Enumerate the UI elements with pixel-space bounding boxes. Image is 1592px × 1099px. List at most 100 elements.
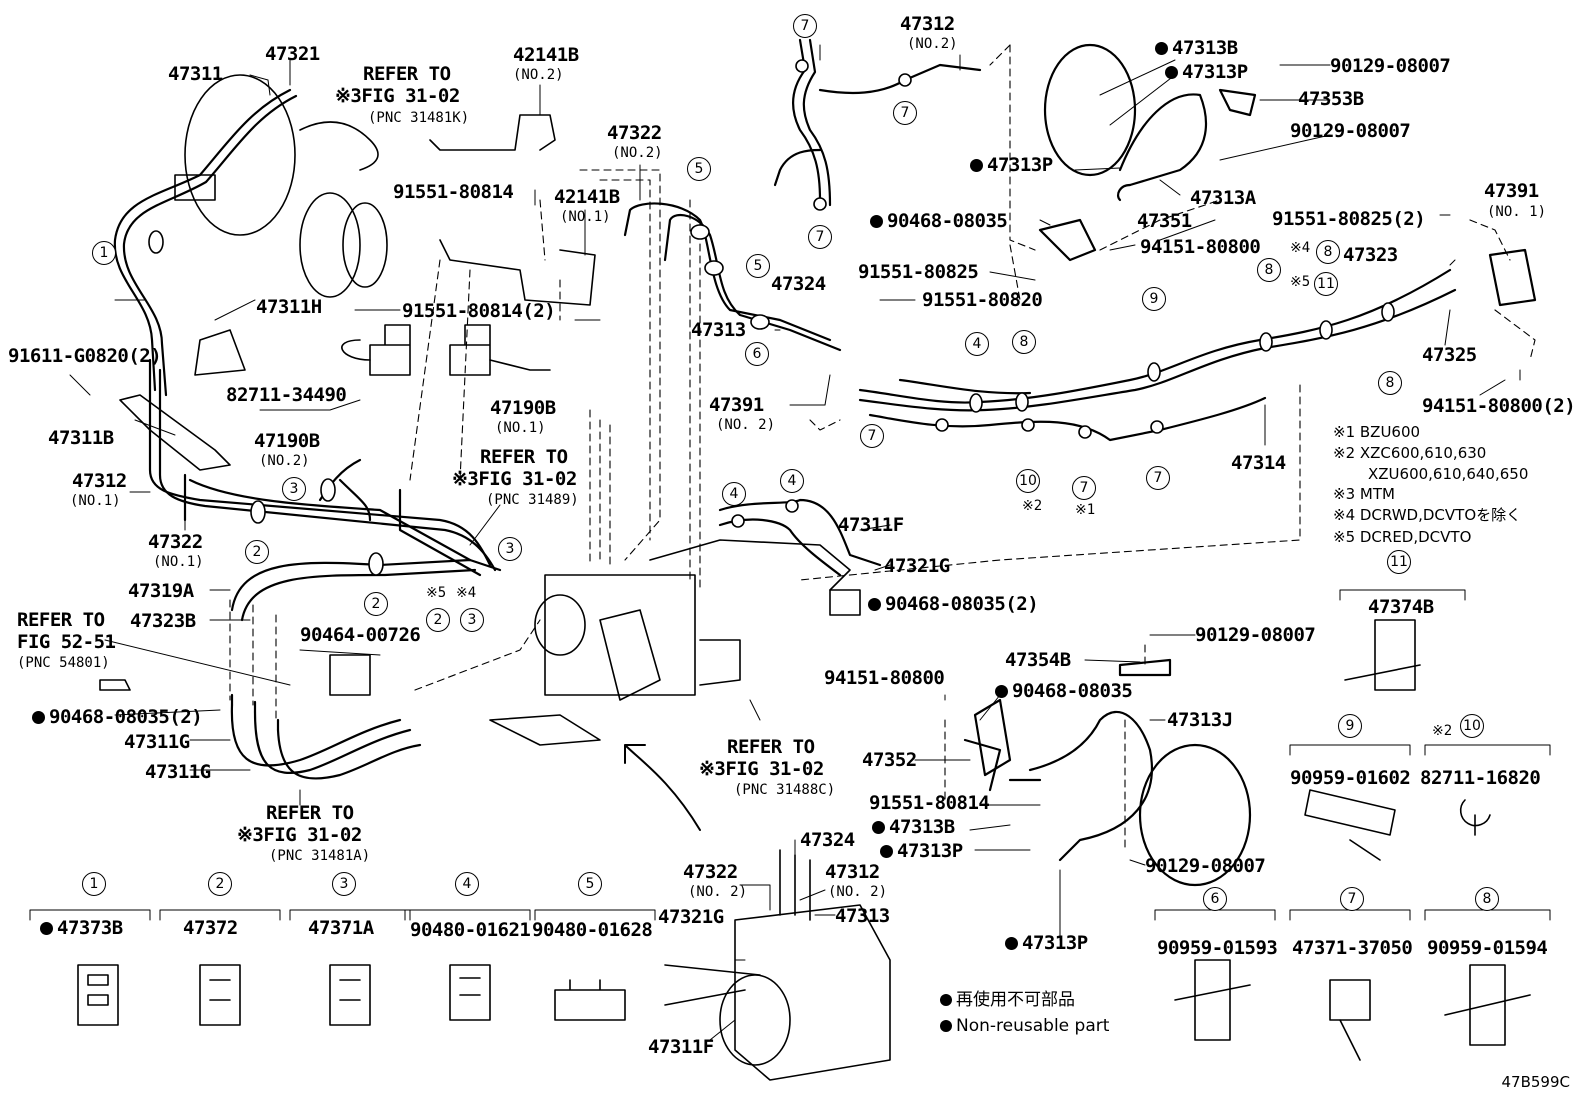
ref-circle-5a: 5	[687, 157, 711, 181]
part-number: 47313B	[889, 816, 955, 838]
label-no2-g: (NO. 2)	[828, 884, 888, 900]
label-fig-52-51: FIG 52-51	[17, 631, 116, 653]
label-47321: 47321	[265, 43, 320, 65]
legend-ja: 再使用不可部品	[940, 990, 1075, 1010]
ref-circle-3: 3	[282, 477, 306, 501]
non-reusable-dot	[1005, 937, 1018, 950]
label-91551-80814-c: 91551-80814	[869, 792, 990, 814]
non-reusable-dot	[32, 711, 45, 724]
label-47190b-no2: 47190B	[254, 430, 320, 452]
label-47319a: 47319A	[128, 580, 194, 602]
note-1: ※1 BZU600	[1333, 423, 1421, 441]
label-47313p-bot: 47313P	[880, 841, 963, 861]
kit-circle-11: 11	[1387, 550, 1411, 574]
label-91551-80814-2: 91551-80814(2)	[402, 300, 556, 322]
label-47313p-low: 47313P	[1005, 933, 1088, 953]
kit-circle-4: 4	[455, 872, 479, 896]
label-90129-b: 90129-08007	[1290, 120, 1411, 142]
clip-markers	[148, 59, 1395, 576]
label-47321g-bot: 47321G	[658, 906, 724, 928]
label-47312-no2: 47312	[900, 13, 955, 35]
ref-circle-7f: 7	[1146, 466, 1170, 490]
label-47313p-top: 47313P	[1165, 62, 1248, 82]
note-mark-2-kit: ※2	[1432, 723, 1453, 739]
flex-hoses-47311g	[230, 693, 422, 780]
note-mark-4: ※4	[1290, 240, 1311, 256]
label-47323: 47323	[1343, 244, 1398, 266]
ref-circle-3c: 3	[460, 608, 484, 632]
part-number: 90468-08035	[887, 210, 1008, 232]
label-47311g-b: 47311G	[145, 761, 211, 783]
label-90129-c: 90129-08007	[1195, 624, 1316, 646]
label-47391-no2: 47391	[709, 394, 764, 416]
non-reusable-dot	[880, 845, 893, 858]
label-42141b-no2: 42141B	[513, 44, 579, 66]
non-reusable-dot	[940, 994, 952, 1006]
ref-circle-1: 1	[92, 241, 116, 265]
ref-circle-6: 6	[745, 342, 769, 366]
label-47313-bot: 47313	[835, 905, 890, 927]
label-47311f-top: 47311F	[838, 514, 904, 536]
label-refer-to-31481k: REFER TO	[363, 63, 451, 85]
label-90468-d: 90468-08035	[995, 680, 1133, 702]
part-number: 90468-08035(2)	[49, 706, 203, 728]
label-90129-d: 90129-08007	[1145, 855, 1266, 877]
non-reusable-dot	[872, 821, 885, 834]
part-number: 47313P	[897, 840, 963, 862]
label-42141b-no1: 42141B	[554, 186, 620, 208]
ref-circle-7d: 7	[860, 424, 884, 448]
note-2b: XZU600,610,640,650	[1368, 465, 1529, 483]
non-reusable-dot	[870, 215, 883, 228]
ref-circle-7e: 7	[1072, 476, 1096, 500]
part-number: 90468-08035	[1012, 680, 1133, 702]
kit-label-10: 82711-16820	[1420, 767, 1541, 789]
label-no1-e: (NO.1)	[153, 554, 204, 570]
kit-circle-7: 7	[1340, 887, 1364, 911]
label-pnc-31488c: (PNC 31488C)	[734, 782, 836, 798]
kit-label-6: 90959-01593	[1157, 937, 1278, 959]
label-91611: 91611-G0820(2)	[8, 345, 162, 367]
kit-label-5: 90480-01628	[532, 919, 653, 941]
label-refer-to-31488c: REFER TO	[727, 736, 815, 758]
note-3: ※3 MTM	[1333, 485, 1395, 503]
label-82711-34490: 82711-34490	[226, 384, 347, 406]
ref-circle-7a: 7	[793, 14, 817, 38]
label-refer-to-31481a: REFER TO	[266, 802, 354, 824]
kit-label-2: 47372	[183, 917, 238, 939]
ref-circle-5b: 5	[746, 254, 770, 278]
kit-circle-1: 1	[82, 872, 106, 896]
ref-circle-8c: 8	[1316, 240, 1340, 264]
brake-booster-drawing	[174, 74, 388, 298]
ref-circle-4a: 4	[965, 332, 989, 356]
diagram-code: 47B599C	[1501, 1073, 1570, 1091]
part-number: 90468-08035(2)	[885, 593, 1039, 615]
label-no2-d: (NO. 2)	[716, 417, 776, 433]
label-94151-a: 94151-80800	[1140, 236, 1261, 258]
label-pnc-31489: (PNC 31489)	[486, 492, 579, 508]
label-fig-31-02-c: ※3FIG 31-02	[699, 759, 824, 779]
label-47313b-top: 47313B	[1155, 38, 1238, 58]
label-47312-no1: 47312	[72, 470, 127, 492]
part-number: 47313P	[1182, 61, 1248, 83]
label-pnc-31481a: (PNC 31481A)	[269, 848, 371, 864]
kit-circle-9: 9	[1338, 714, 1362, 738]
label-47324: 47324	[771, 273, 826, 295]
right-front-hose	[1038, 43, 1537, 307]
label-47353b: 47353B	[1298, 88, 1364, 110]
label-47314: 47314	[1231, 452, 1286, 474]
label-90468-a: 90468-08035	[870, 210, 1008, 232]
non-reusable-dot	[1165, 66, 1178, 79]
label-no2-f: (NO. 2)	[688, 884, 748, 900]
legend-en: Non-reusable part	[940, 1016, 1109, 1036]
fig-31-02-text: FIG 31-02	[361, 85, 460, 107]
kit-label-3: 47371A	[308, 917, 374, 939]
ref-circle-3b: 3	[498, 537, 522, 561]
ref-circle-2c: 2	[426, 608, 450, 632]
label-90464: 90464-00726	[300, 624, 421, 646]
kit-label-7: 47371-37050	[1292, 937, 1413, 959]
valve-parts	[119, 114, 596, 471]
label-90129-a: 90129-08007	[1330, 55, 1451, 77]
label-91551-80825: 91551-80825	[858, 261, 979, 283]
label-47313b-bot: 47313B	[872, 817, 955, 837]
part-number: 47313B	[1172, 37, 1238, 59]
